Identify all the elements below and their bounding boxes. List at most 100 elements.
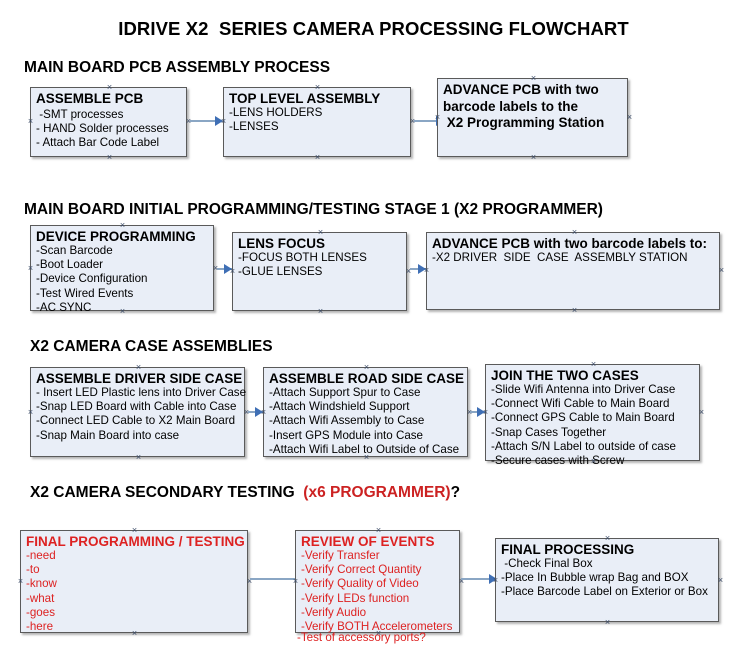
node-final-processing[interactable]: FINAL PROCESSING -Check Final Box -Place… <box>495 538 719 622</box>
node-body: ADVANCE PCB with two barcode labels to: … <box>427 233 719 267</box>
node-body: ASSEMBLE ROAD SIDE CASE -Attach Support … <box>264 368 467 459</box>
connection-handle-top[interactable] <box>135 364 142 371</box>
node-body: LENS FOCUS -FOCUS BOTH LENSES -GLUE LENS… <box>233 233 406 281</box>
node-title: TOP LEVEL ASSEMBLY <box>229 91 381 106</box>
node-line: -Device Configuration <box>36 272 148 286</box>
node-title: ASSEMBLE PCB <box>36 91 144 106</box>
connection-handle-bottom[interactable] <box>135 454 142 461</box>
node-assemble-driver-side-case[interactable]: ASSEMBLE DRIVER SIDE CASE - Insert LED P… <box>27 364 247 457</box>
node-line: -Snap LED Board with Cable into Case <box>36 400 237 414</box>
connection-handle-left[interactable] <box>229 268 236 275</box>
connection-handle-bottom[interactable] <box>119 308 126 315</box>
node-line: -FOCUS BOTH LENSES <box>238 251 367 264</box>
connection-handle-top[interactable] <box>119 222 126 229</box>
section-heading-x2-camera-secondary-testing: X2 CAMERA SECONDARY TESTING (x6 PROGRAMM… <box>30 484 460 502</box>
node-line: -Verify Quality of Video <box>301 577 419 591</box>
connection-handle-bottom[interactable] <box>131 630 138 637</box>
arrowhead-icon <box>477 407 485 417</box>
node-line: -X2 DRIVER SIDE CASE ASSEMBLY STATION <box>432 251 688 264</box>
section-heading-suffix: ? <box>450 484 461 501</box>
connection-handle-left[interactable] <box>220 118 227 125</box>
connection-handle-top[interactable] <box>530 75 537 82</box>
connection-handle-right[interactable] <box>626 114 633 121</box>
arrowhead-icon <box>224 264 232 274</box>
node-device-programming[interactable]: DEVICE PROGRAMMING -Scan Barcode -Boot L… <box>27 222 214 314</box>
connection-handle-left[interactable] <box>292 578 299 585</box>
node-line: - Insert LED Plastic lens into Driver Ca… <box>36 386 247 399</box>
node-line: -Verify Transfer <box>301 549 380 562</box>
node-top-level-assembly[interactable]: TOP LEVEL ASSEMBLY -LENS HOLDERS -LENSES <box>223 87 411 157</box>
connection-handle-left[interactable] <box>27 118 34 125</box>
node-line: -Connect GPS Cable to Main Board <box>491 411 675 425</box>
node-advance-pcb-programming-station[interactable]: ADVANCE PCB with two barcode labels to t… <box>437 78 628 157</box>
node-body: FINAL PROCESSING -Check Final Box -Place… <box>496 539 718 602</box>
node-title: FINAL PROGRAMMING / TESTING <box>26 534 245 549</box>
node-lens-focus[interactable]: LENS FOCUS -FOCUS BOTH LENSES -GLUE LENS… <box>232 232 407 311</box>
connection-handle-top[interactable] <box>314 84 321 91</box>
connection-handle-right[interactable] <box>717 577 724 584</box>
connection-handle-bottom[interactable] <box>106 154 113 161</box>
connection-handle-bottom[interactable] <box>314 154 321 161</box>
node-line: -goes <box>26 605 56 619</box>
connection-handle-bottom[interactable] <box>590 458 597 465</box>
connection-handle-top[interactable] <box>590 361 597 368</box>
page-title: IDRIVE X2 SERIES CAMERA PROCESSING FLOWC… <box>118 18 629 39</box>
connection-handle-top[interactable] <box>317 229 324 236</box>
node-line: -Snap Cases Together <box>491 425 607 439</box>
connection-handle-left[interactable] <box>423 267 430 274</box>
node-line: -Verify BOTH Accelerometers <box>301 620 453 634</box>
node-advance-pcb-driver-side-case[interactable]: ADVANCE PCB with two barcode labels to: … <box>426 232 720 310</box>
node-line: -SMT processes <box>36 107 124 121</box>
node-line: -Place Barcode Label on Exterior or Box <box>501 585 708 599</box>
node-join-the-two-cases[interactable]: JOIN THE TWO CASES -Slide Wifi Antenna i… <box>482 361 700 467</box>
connection-handle-top[interactable] <box>375 527 382 534</box>
node-line: -Connect Wifi Cable to Main Board <box>491 397 670 411</box>
overflow-text-test-of-accessory-ports: -Test of accessory ports? <box>297 631 426 644</box>
node-line: -Verify Audio <box>301 605 367 619</box>
node-body: ASSEMBLE DRIVER SIDE CASE - Insert LED P… <box>31 368 247 445</box>
connection-handle-top[interactable] <box>604 535 611 542</box>
node-line: -Slide Wifi Antenna into Driver Case <box>491 383 676 396</box>
connection-handle-bottom[interactable] <box>604 619 611 626</box>
node-title: ADVANCE PCB with two barcode labels to: <box>432 236 708 251</box>
connection-handle-top[interactable] <box>571 229 578 236</box>
node-line: -Attach S/N Label to outside of case <box>491 439 676 453</box>
node-title: ASSEMBLE DRIVER SIDE CASE <box>36 371 243 386</box>
connection-handle-left[interactable] <box>27 265 34 272</box>
node-assemble-road-side-case[interactable]: ASSEMBLE ROAD SIDE CASE -Attach Support … <box>263 367 468 457</box>
node-review-of-events[interactable]: REVIEW OF EVENTS -Verify Transfer -Verif… <box>295 530 460 633</box>
connection-handle-left[interactable] <box>434 114 441 121</box>
node-line: -to <box>26 563 40 577</box>
connection-handle-left[interactable] <box>27 409 34 416</box>
connection-handle-top[interactable] <box>363 364 370 371</box>
node-line: -Verify Correct Quantity <box>301 563 422 577</box>
connector-top-level-to-advance-pcb <box>414 120 444 122</box>
connection-handle-bottom[interactable] <box>571 307 578 314</box>
node-line: -know <box>26 577 57 591</box>
connection-handle-left[interactable] <box>492 577 499 584</box>
node-final-programming-testing[interactable]: FINAL PROGRAMMING / TESTING -need -to -k… <box>20 530 248 633</box>
connection-handle-left[interactable] <box>482 409 489 416</box>
node-line: -Scan Barcode <box>36 244 113 257</box>
connection-handle-bottom[interactable] <box>530 154 537 161</box>
connection-handle-bottom[interactable] <box>317 308 324 315</box>
arrowhead-icon <box>418 264 426 274</box>
node-line: -Attach Windshield Support <box>269 400 410 414</box>
node-assemble-pcb[interactable]: ASSEMBLE PCB -SMT processes - HAND Solde… <box>30 87 187 157</box>
connection-handle-left[interactable] <box>260 409 267 416</box>
connection-handle-top[interactable] <box>106 84 113 91</box>
node-line: -Insert GPS Module into Case <box>269 428 424 442</box>
section-heading-x2-camera-case-assemblies: X2 CAMERA CASE ASSEMBLIES <box>30 338 273 355</box>
node-line: -Test Wired Events <box>36 286 134 300</box>
node-title: ADVANCE PCB with two barcode labels to t… <box>443 82 605 130</box>
node-line: -what <box>26 591 55 605</box>
connection-handle-top[interactable] <box>131 527 138 534</box>
connection-handle-right[interactable] <box>698 409 705 416</box>
connection-handle-bottom[interactable] <box>363 454 370 461</box>
connection-handle-left[interactable] <box>17 578 24 585</box>
connection-handle-right[interactable] <box>718 267 725 274</box>
node-body: REVIEW OF EVENTS -Verify Transfer -Verif… <box>296 531 459 636</box>
section-heading-accent: (x6 PROGRAMMER) <box>303 484 451 501</box>
node-line: -Boot Loader <box>36 258 104 272</box>
